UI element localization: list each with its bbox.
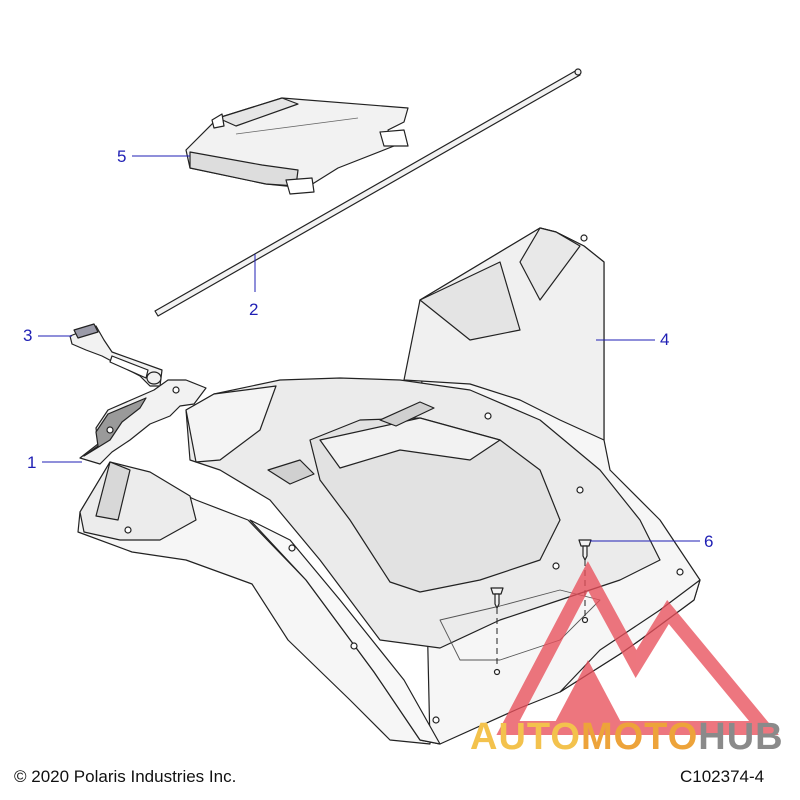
callout-6[interactable]: 6 — [704, 532, 714, 551]
brand-hub: HUB — [698, 716, 784, 758]
callout-3[interactable]: 3 — [23, 326, 33, 345]
brand-moto: MOTO — [580, 716, 699, 758]
part-1-bracket — [79, 379, 207, 465]
diagram-code: C102374-4 — [680, 767, 765, 786]
callout-5[interactable]: 5 — [117, 147, 127, 166]
brand-auto: AUTO — [470, 716, 581, 758]
part-3-strap — [69, 323, 163, 387]
part-2-rod — [154, 68, 582, 317]
watermark-logo-mark — [496, 561, 779, 735]
callout-1[interactable]: 1 — [27, 453, 37, 472]
watermark-brand-text: AUTOMOTOHUB — [470, 718, 784, 756]
copyright-text: © 2020 Polaris Industries Inc. — [14, 767, 237, 786]
callout-4[interactable]: 4 — [660, 330, 670, 349]
part-5-cover-panel — [185, 97, 409, 195]
callout-2[interactable]: 2 — [249, 300, 259, 319]
leader-lines — [38, 155, 700, 542]
part-6-fasteners — [490, 539, 592, 676]
